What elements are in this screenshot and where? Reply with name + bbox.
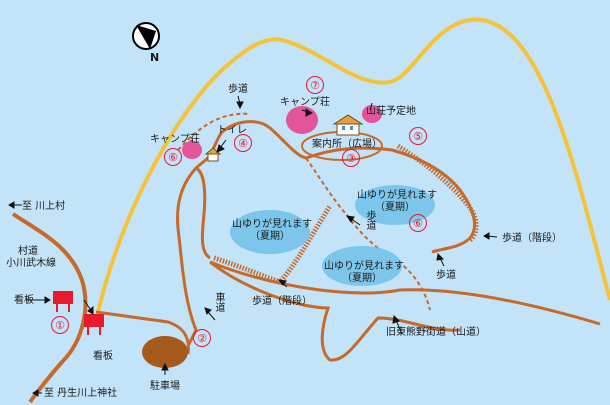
label-parking: 駐車場 — [150, 381, 180, 392]
label-old-road: 旧東熊野街道（山道） — [386, 327, 486, 338]
car-road — [95, 156, 209, 355]
lily-area-left — [230, 210, 310, 254]
lily-area-bottom — [322, 246, 402, 286]
label-footpath-top: 歩道 — [228, 84, 248, 95]
info-building-icon — [332, 114, 364, 136]
label-lily-right-1: 山ゆりが見れます — [357, 190, 437, 201]
signboard-left-icon — [53, 291, 73, 312]
dashed-footpath-top — [177, 112, 251, 151]
dashed-footpath-mid — [305, 157, 431, 311]
marker-1: ① — [51, 316, 69, 334]
label-lily-left-2: （夏期） — [250, 231, 290, 242]
label-to-nyu-shrine: 至 丹生川上神社 — [44, 388, 118, 399]
leader-arrows — [8, 95, 498, 397]
label-lily-bottom-2: （夏期） — [342, 273, 382, 284]
village-road — [11, 212, 88, 404]
label-village-road-1: 村道 — [18, 246, 38, 257]
label-lily-left-1: 山ゆりが見れます — [232, 219, 312, 230]
label-to-kawakami: 至 川上村 — [22, 201, 66, 212]
compass-icon — [132, 22, 160, 50]
compass-north-label: N — [150, 51, 160, 64]
marker-6-left: ⑥ — [164, 148, 182, 166]
label-camp-lodge-left: キャンプ荘 — [150, 134, 200, 145]
marker-6-right: ⑥ — [409, 214, 427, 232]
marker-3: ③ — [342, 149, 360, 167]
label-camp-lodge-top: キャンプ荘 — [280, 97, 330, 108]
label-lodge-planned: 山荘予定地 — [366, 106, 416, 117]
label-stair-path-right: 歩道（階段） — [502, 233, 562, 244]
label-signboard-right: 看板 — [93, 351, 113, 362]
label-info-center: 案内所（広場） — [312, 139, 382, 150]
label-village-road-2: 小川武木線 — [6, 258, 56, 269]
label-footpath-mid: 歩道 — [364, 210, 375, 230]
label-lily-right-2: （夏期） — [375, 202, 415, 213]
label-lily-bottom-1: 山ゆりが見れます — [324, 261, 404, 272]
camp-area-left — [182, 141, 202, 159]
mountain-outline — [96, 17, 610, 313]
lodge-planned-area — [362, 105, 382, 123]
signboard-right-icon — [84, 314, 104, 335]
inner-road — [195, 166, 211, 260]
label-signboard-left: 看板 — [14, 295, 34, 306]
label-toilet: トイレ — [217, 125, 247, 136]
upper-loop-road — [206, 120, 477, 254]
marker-4: ④ — [234, 134, 252, 152]
parking-area — [142, 336, 188, 368]
label-stair-path-bottom: 歩道（階段） — [252, 296, 312, 307]
label-car-road: 車道 — [213, 292, 224, 312]
label-footpath-right: 歩道 — [436, 270, 456, 281]
marker-7: ⑦ — [306, 76, 324, 94]
marker-5: ⑤ — [409, 127, 427, 145]
marker-2: ② — [193, 329, 211, 347]
